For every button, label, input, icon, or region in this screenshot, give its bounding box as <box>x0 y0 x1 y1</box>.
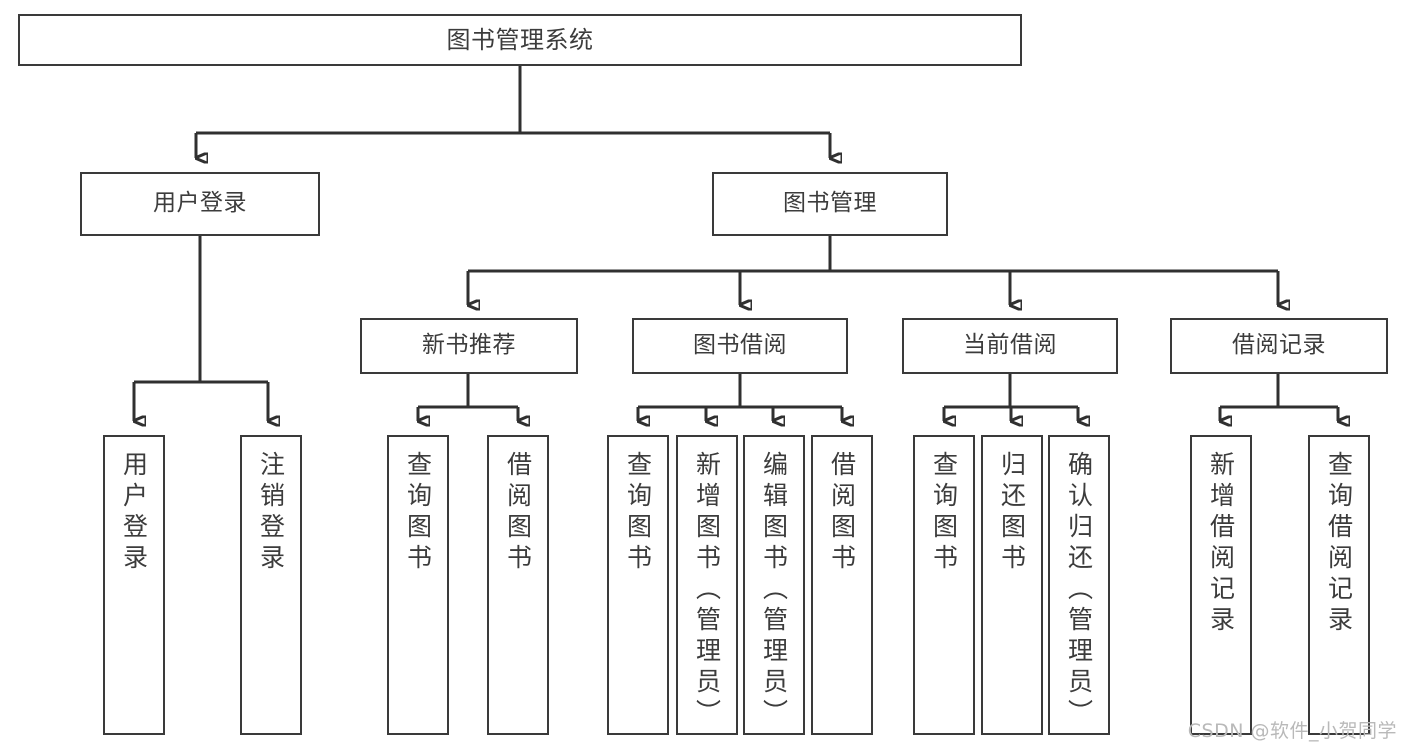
leaf-borrow-book-recommend[interactable]: 借阅图书 <box>487 435 549 735</box>
node-label: 新增图书（管理员） <box>692 451 722 730</box>
node-book-borrow[interactable]: 图书借阅 <box>632 318 848 374</box>
leaf-user-login[interactable]: 用户登录 <box>103 435 165 735</box>
node-label: 借阅图书 <box>503 451 533 575</box>
node-label: 查询图书 <box>623 451 653 575</box>
leaf-add-book-admin[interactable]: 新增图书（管理员） <box>676 435 738 735</box>
leaf-query-book-current[interactable]: 查询图书 <box>913 435 975 735</box>
node-label: 新书推荐 <box>422 332 516 359</box>
node-label: 新增借阅记录 <box>1206 451 1236 637</box>
node-label: 查询借阅记录 <box>1324 451 1354 637</box>
node-label: 图书管理 <box>783 190 877 217</box>
leaf-confirm-return-admin[interactable]: 确认归还（管理员） <box>1048 435 1110 735</box>
node-root-library-management-system[interactable]: 图书管理系统 <box>18 14 1022 66</box>
leaf-query-borrow-record[interactable]: 查询借阅记录 <box>1308 435 1370 735</box>
node-label: 当前借阅 <box>963 332 1057 359</box>
node-label: 图书管理系统 <box>446 25 594 54</box>
node-current-borrow[interactable]: 当前借阅 <box>902 318 1118 374</box>
leaf-query-book-recommend[interactable]: 查询图书 <box>387 435 449 735</box>
node-book-manage[interactable]: 图书管理 <box>712 172 948 236</box>
leaf-edit-book-admin[interactable]: 编辑图书（管理员） <box>743 435 805 735</box>
node-borrow-record[interactable]: 借阅记录 <box>1170 318 1388 374</box>
node-label: 图书借阅 <box>693 332 787 359</box>
leaf-query-book-borrow[interactable]: 查询图书 <box>607 435 669 735</box>
leaf-add-borrow-record[interactable]: 新增借阅记录 <box>1190 435 1252 735</box>
node-user-login[interactable]: 用户登录 <box>80 172 320 236</box>
node-label: 借阅记录 <box>1232 332 1326 359</box>
leaf-return-book[interactable]: 归还图书 <box>981 435 1043 735</box>
node-label: 注销登录 <box>256 451 286 575</box>
node-label: 用户登录 <box>119 451 149 575</box>
node-label: 确认归还（管理员） <box>1064 451 1094 730</box>
node-label: 编辑图书（管理员） <box>759 451 789 730</box>
node-label: 查询图书 <box>929 451 959 575</box>
node-new-book-recommend[interactable]: 新书推荐 <box>360 318 578 374</box>
node-label: 用户登录 <box>153 190 247 217</box>
node-label: 借阅图书 <box>827 451 857 575</box>
leaf-user-logout[interactable]: 注销登录 <box>240 435 302 735</box>
node-label: 归还图书 <box>997 451 1027 575</box>
watermark: CSDN @软件_小贺同学 <box>1187 720 1397 742</box>
node-label: 查询图书 <box>403 451 433 575</box>
leaf-borrow-book-borrow[interactable]: 借阅图书 <box>811 435 873 735</box>
